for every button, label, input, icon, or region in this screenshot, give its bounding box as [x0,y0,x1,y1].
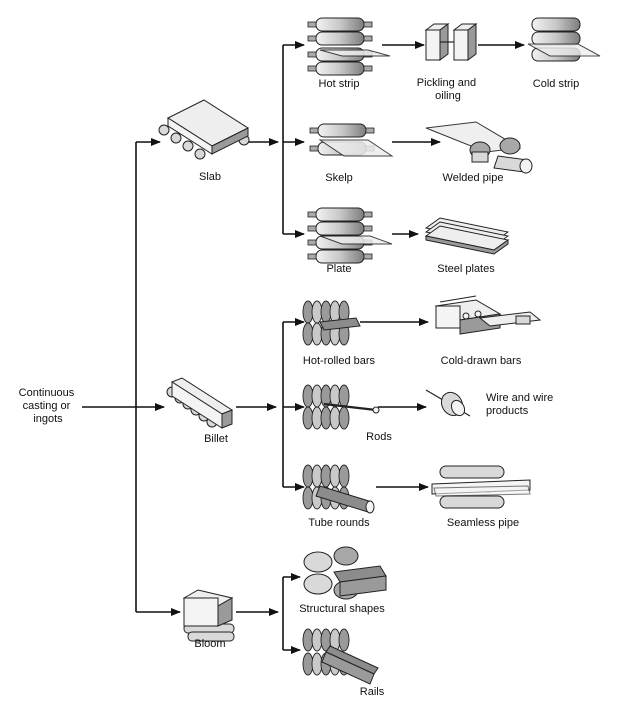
billet-illustration [167,378,232,428]
steel-plates-illustration [426,218,508,254]
welded-pipe-label: Welded pipe [443,172,504,184]
welded-pipe-illustration [426,122,532,173]
hot-rolled-bars-illustration [303,301,360,345]
rods-illustration [303,385,379,429]
seamless-pipe-illustration [432,466,530,508]
hot-rolled-bars-label: Hot-rolled bars [303,355,376,367]
cold-strip-label: Cold strip [533,78,579,90]
labels: Continuous casting or ingots Slab Billet… [19,77,580,698]
tube-rounds-label: Tube rounds [308,517,370,529]
bloom-label: Bloom [194,638,225,650]
structural-shapes-illustration [304,547,386,599]
rails-label: Rails [360,686,385,698]
plate-label: Plate [326,263,351,275]
slab-illustration [159,100,249,159]
hot-strip-illustration [308,18,390,75]
cold-drawn-bars-illustration [436,296,540,334]
rails-illustration [303,629,378,684]
structural-shapes-label: Structural shapes [299,603,385,615]
pickling-label: Pickling and oiling [417,77,479,102]
wire-illustration [426,389,470,420]
cold-drawn-bars-label: Cold-drawn bars [441,355,522,367]
seamless-pipe-label: Seamless pipe [447,517,519,529]
skelp-label: Skelp [325,172,353,184]
skelp-illustration [310,124,392,156]
source-label: Continuous casting or ingots [19,387,78,425]
plate-illustration [308,208,392,263]
bloom-illustration [184,590,234,641]
rods-label: Rods [366,431,392,443]
hot-strip-label: Hot strip [319,78,360,90]
tube-rounds-illustration [303,465,374,513]
billet-label: Billet [204,433,228,445]
steel-plates-label: Steel plates [437,263,495,275]
cold-strip-illustration [528,18,600,61]
wire-label: Wire and wire products [486,392,556,417]
slab-label: Slab [199,171,221,183]
pickling-illustration [426,24,476,60]
